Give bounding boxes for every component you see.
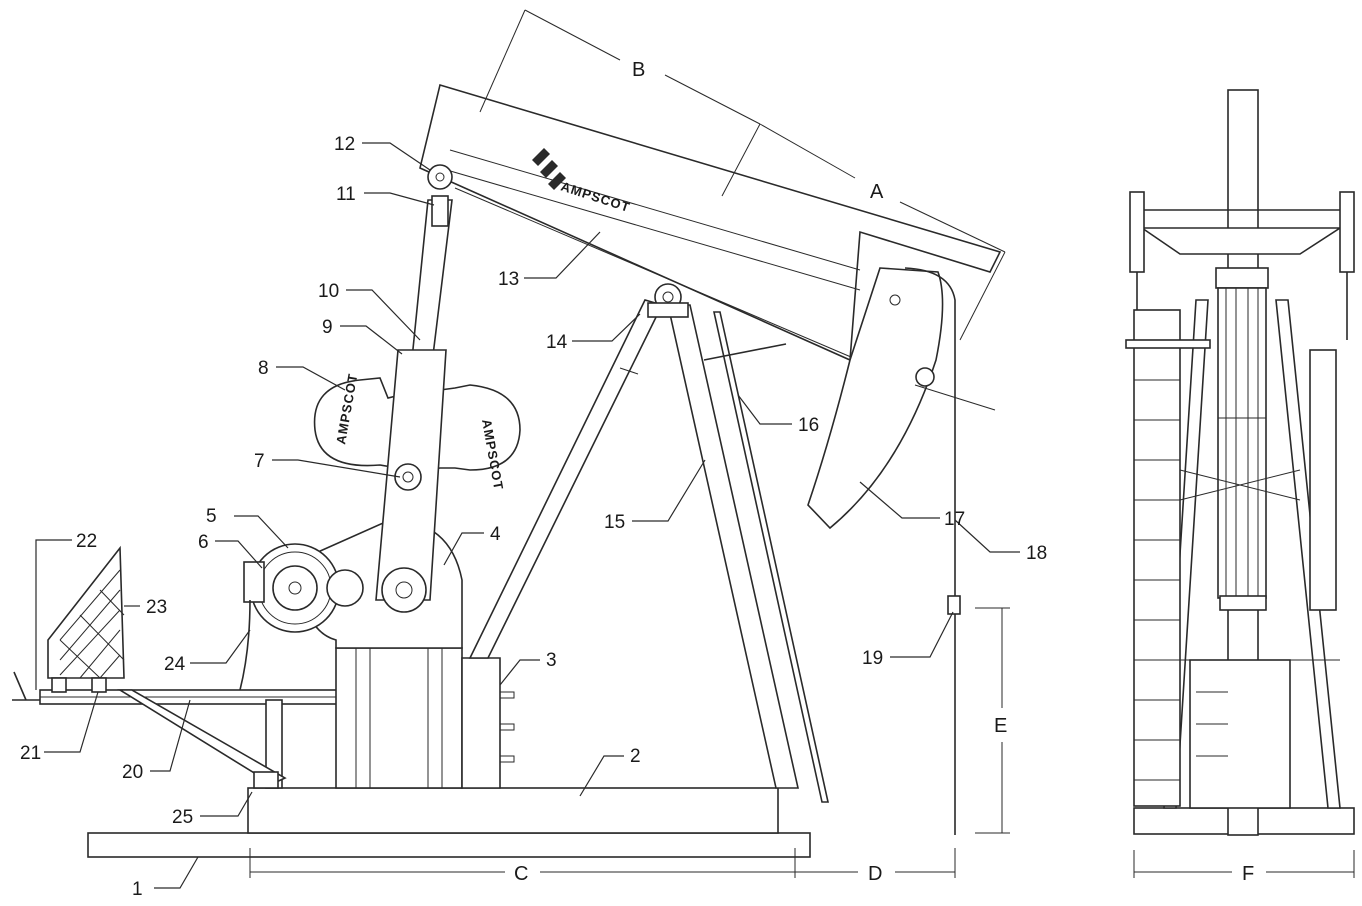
motor-brace [117, 689, 287, 785]
base-skid [87, 832, 811, 858]
callout-24: 24 [164, 654, 186, 675]
callout-19: 19 [862, 648, 883, 669]
main-base [247, 787, 779, 834]
callout-10: 10 [318, 281, 339, 302]
belt-guard [47, 545, 125, 679]
callout-15: 15 [604, 512, 625, 533]
callout-18: 18 [1026, 543, 1047, 564]
samson-post-base [461, 657, 501, 789]
callout-4: 4 [490, 524, 501, 545]
callout-13: 13 [498, 269, 519, 290]
dimension-A: A [870, 181, 884, 203]
motor-pulley [272, 565, 318, 611]
crank-pin [394, 463, 422, 491]
beam-logo [532, 148, 566, 190]
callout-25: 25 [172, 807, 193, 828]
guard-mesh [59, 569, 125, 679]
horsehead [807, 267, 944, 530]
gearbox-base [335, 647, 463, 789]
callout-21: 21 [20, 743, 41, 764]
callout-16: 16 [798, 415, 819, 436]
walking-beam [419, 83, 1002, 362]
carrier-bar [947, 595, 961, 615]
callout-2: 2 [630, 746, 641, 767]
dimension-F: F [1242, 863, 1254, 885]
front-view [1125, 89, 1355, 836]
callout-5: 5 [206, 506, 217, 527]
callout-3: 3 [546, 650, 557, 671]
callout-8: 8 [258, 358, 269, 379]
callout-14: 14 [546, 332, 568, 353]
leader-lines [35, 142, 1020, 889]
callout-7: 7 [254, 451, 265, 472]
callout-23: 23 [146, 597, 167, 618]
callout-6: 6 [198, 532, 209, 553]
callout-22: 22 [76, 531, 97, 552]
dimension-C: C [514, 863, 528, 885]
callout-11: 11 [336, 184, 356, 205]
callout-17: 17 [944, 509, 965, 530]
dimension-B: B [632, 59, 645, 81]
dimension-D: D [868, 863, 882, 885]
callout-1: 1 [132, 879, 143, 900]
callout-12: 12 [334, 134, 355, 155]
equalizer-bearing [427, 164, 453, 190]
bridle [904, 267, 956, 835]
callout-9: 9 [322, 317, 333, 338]
callout-20: 20 [122, 762, 143, 783]
ladder [713, 311, 829, 803]
dimension-lines [249, 9, 1355, 878]
dimension-E: E [994, 715, 1007, 737]
